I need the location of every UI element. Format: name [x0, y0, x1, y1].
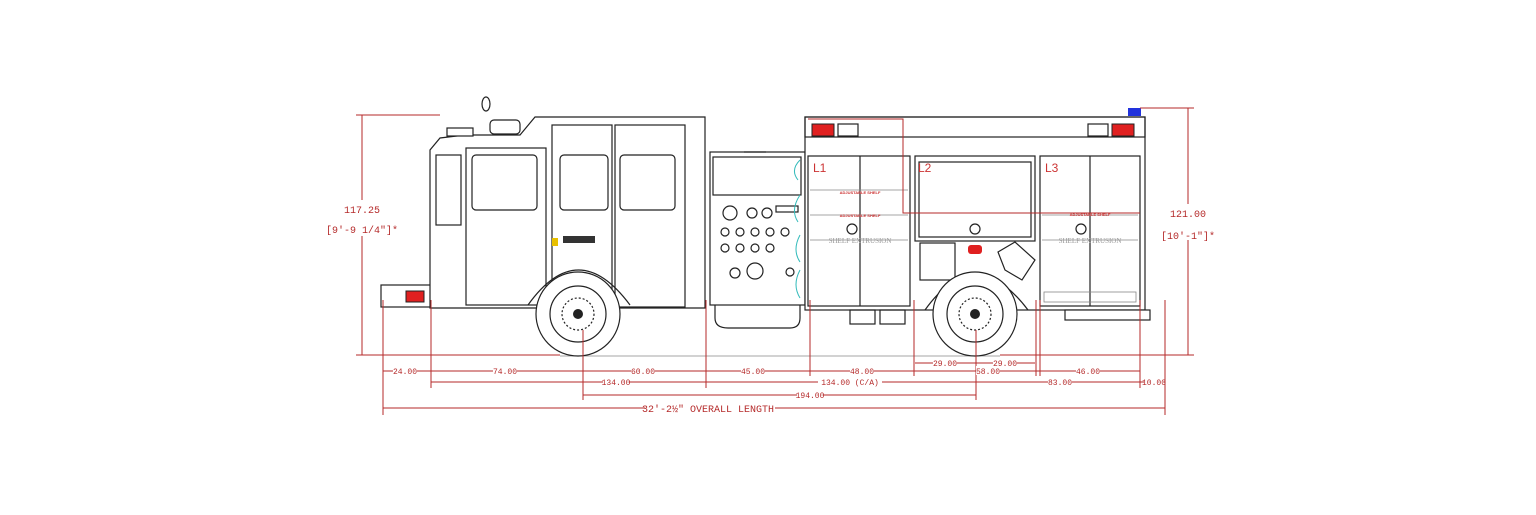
dim-wheel-fwd: 29.00: [933, 360, 957, 369]
bumper-lamp: [405, 290, 425, 303]
label-l2: L2: [918, 161, 932, 175]
dim-overall-length: 32'-2½" OVERALL LENGTH: [642, 404, 774, 416]
flood-light-rear: [1087, 123, 1109, 137]
warning-light-front: [811, 123, 835, 137]
dim-cab-rear: 60.00: [631, 368, 655, 377]
roof-light-bar: [446, 127, 474, 137]
flood-light-front: [837, 123, 859, 137]
marker-light: [968, 245, 982, 254]
dim-l1: 48.00: [850, 368, 874, 377]
dim-tailboard: 10.00: [1142, 379, 1166, 388]
pump-gauges: [720, 205, 799, 280]
pump-panel: [709, 151, 806, 329]
front-wheel-arch: [527, 269, 631, 306]
front-door: [465, 147, 547, 306]
rear-window-2: [619, 154, 676, 211]
chassis-reference-line: [808, 118, 1140, 214]
rear-window-1: [559, 154, 609, 211]
cab-emblem: [563, 236, 595, 243]
dim-cab-front: 74.00: [493, 368, 517, 377]
dim-l3: 46.00: [1076, 368, 1100, 377]
antenna: [481, 96, 491, 112]
rear-wheel: [932, 271, 1018, 357]
fill-hatch: [997, 241, 1036, 281]
door-handle-light: [552, 238, 558, 246]
label-l1: L1: [813, 161, 827, 175]
dim-bumper: 24.00: [393, 368, 417, 377]
body-top-rail: [804, 116, 1146, 138]
cab-height-ft-dim: [9'-9 1/4"]*: [326, 225, 398, 237]
tailboard: [1064, 309, 1151, 321]
warning-light-rear: [1111, 123, 1135, 137]
compartment-l2: [914, 155, 1036, 242]
extrusion-label: SHELF EXTRUSION: [829, 237, 892, 245]
dim-cab-to-axle: 134.00 (C/A): [821, 379, 879, 388]
label-l3: L3: [1045, 161, 1059, 175]
dim-cab-total: 134.00: [602, 379, 631, 388]
shelf-label: ADJUSTABLE SHELF: [1070, 212, 1111, 217]
rear-door-2: [614, 124, 686, 308]
shelf-label: ADJUSTABLE SHELF: [840, 213, 881, 218]
hose-lines: [794, 159, 801, 299]
shelf-label: ADJUSTABLE SHELF: [840, 190, 881, 195]
windshield: [435, 154, 462, 226]
front-wheel: [535, 271, 621, 357]
dimension-labels: 24.00 74.00 60.00 45.00 48.00 29.00 29.0…: [393, 358, 1166, 416]
body-height-dim: 121.00: [1170, 210, 1206, 221]
dim-wheel-aft: 29.00: [993, 360, 1017, 369]
extrusion-label: SHELF EXTRUSION: [1059, 237, 1122, 245]
pump-step: [714, 305, 801, 329]
dim-pump: 45.00: [741, 368, 765, 377]
roof-siren: [489, 119, 521, 135]
dim-rear-overhang: 83.00: [1048, 379, 1072, 388]
cab: [380, 96, 706, 309]
dim-wheelbase: 194.00: [796, 392, 825, 401]
front-window: [471, 154, 538, 211]
rollout-tray: [1043, 291, 1137, 303]
dim-wheel-well: 58.00: [976, 368, 1000, 377]
pump-panel-top: [712, 156, 802, 196]
beacon-light: [1128, 108, 1141, 116]
body-height-ft-dim: [10'-1"]*: [1161, 231, 1215, 243]
compartment-l1: [807, 155, 911, 307]
cab-height-dim: 117.25: [344, 206, 380, 217]
